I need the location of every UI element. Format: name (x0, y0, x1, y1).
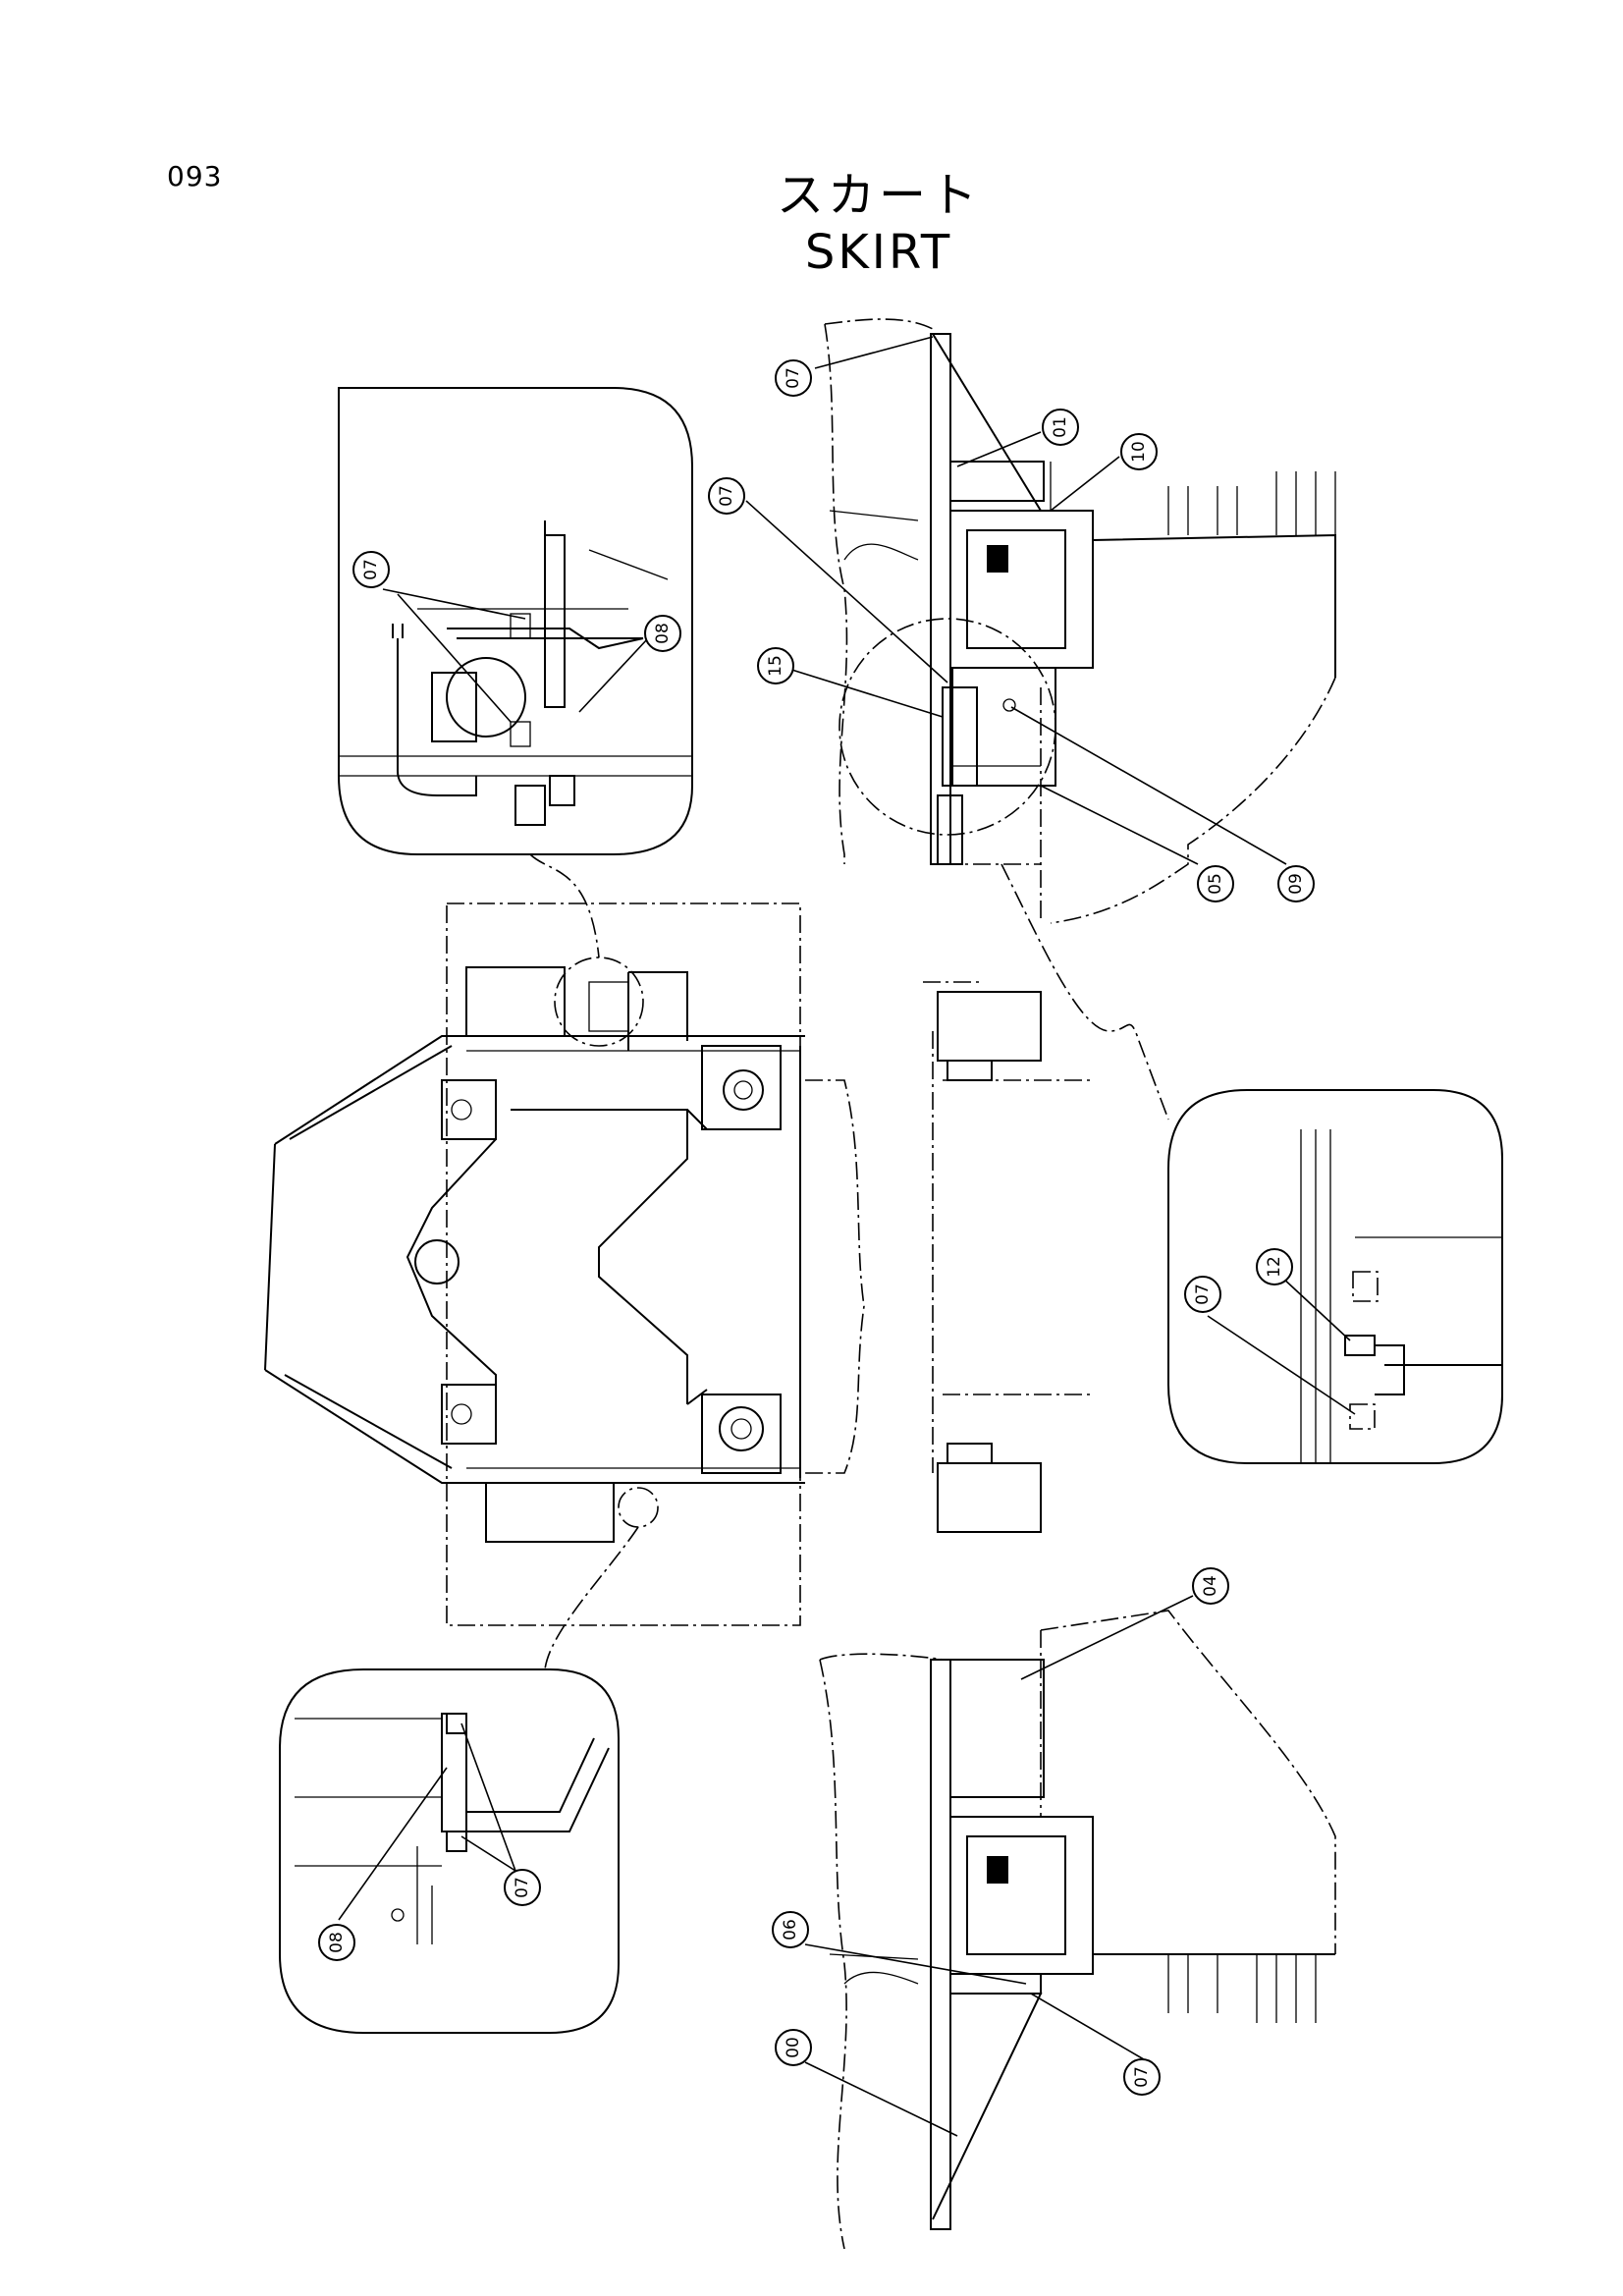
svg-text:10: 10 (1129, 441, 1149, 463)
callout-15: 15 (757, 647, 794, 684)
leader-lines (338, 336, 1356, 2137)
svg-text:00: 00 (784, 2037, 803, 2058)
callout-05: 05 (1197, 865, 1234, 902)
svg-text:12: 12 (1265, 1256, 1284, 1278)
svg-text:06: 06 (781, 1919, 800, 1941)
callout-12: 12 (1256, 1248, 1293, 1285)
callout-08-detail-b: 08 (318, 1924, 355, 1961)
callout-06: 06 (772, 1911, 809, 1948)
callout-09: 09 (1277, 865, 1315, 902)
svg-text:05: 05 (1206, 873, 1225, 895)
callout-07-lower: 07 (1123, 2058, 1161, 2096)
detail-b (279, 1668, 620, 2034)
svg-text:09: 09 (1286, 873, 1306, 895)
title-japanese: スカート (776, 168, 981, 223)
svg-text:07: 07 (1193, 1284, 1213, 1305)
lower-right-view (819, 1610, 1336, 2250)
upper-right-view (824, 318, 1336, 924)
page-number: 093 (167, 160, 223, 192)
title-block: スカート SKIRT (687, 167, 1070, 281)
central-plan-view (264, 902, 865, 1626)
callout-07-detail-b: 07 (504, 1869, 541, 1906)
svg-text:15: 15 (766, 655, 785, 677)
svg-text:04: 04 (1201, 1575, 1220, 1597)
svg-text:08: 08 (653, 623, 673, 644)
callout-08-detail-a: 08 (644, 615, 681, 652)
detail-a (338, 387, 693, 855)
callout-07-upper-mid: 07 (708, 477, 745, 515)
callout-00: 00 (775, 2029, 812, 2066)
middle-right-side-view (923, 981, 1090, 1533)
title-english: SKIRT (804, 225, 953, 280)
svg-text:08: 08 (327, 1932, 347, 1953)
callout-07-top: 07 (775, 359, 812, 397)
svg-text:07: 07 (717, 485, 736, 507)
svg-text:01: 01 (1051, 416, 1070, 438)
svg-text:07: 07 (1132, 2066, 1152, 2088)
connection-lines (529, 853, 1169, 1670)
callout-01: 01 (1042, 409, 1079, 446)
callout-04: 04 (1192, 1567, 1229, 1605)
callout-10: 10 (1120, 433, 1158, 470)
svg-text:07: 07 (784, 367, 803, 389)
callout-07-detail-a: 07 (352, 551, 390, 588)
detail-c (1167, 1089, 1503, 1464)
svg-text:07: 07 (513, 1877, 532, 1898)
svg-text:07: 07 (361, 559, 381, 580)
callout-07-detail-c: 07 (1184, 1276, 1221, 1313)
